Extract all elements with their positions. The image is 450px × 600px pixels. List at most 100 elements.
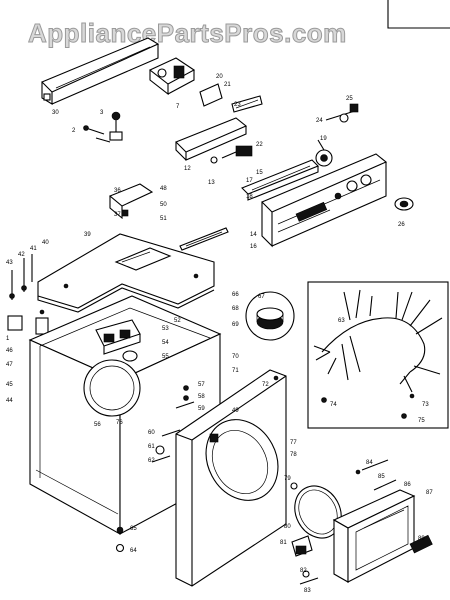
callout-23: 23 — [234, 102, 241, 108]
callout-83: 83 — [304, 588, 311, 594]
door-assembly[interactable] — [332, 489, 433, 583]
callout-50: 50 — [160, 202, 167, 208]
bumper-detail[interactable] — [245, 291, 295, 341]
callout-41: 41 — [30, 246, 37, 252]
wiring-harness-inset[interactable] — [307, 281, 449, 429]
water-valve[interactable] — [95, 319, 141, 362]
callout-42: 42 — [18, 252, 25, 258]
callout-67: 67 — [258, 294, 265, 300]
frame-corner — [387, 0, 450, 29]
callout-26: 26 — [398, 222, 405, 228]
callout-12: 12 — [184, 166, 191, 172]
callout-56: 56 — [94, 422, 101, 428]
callout-62: 62 — [148, 458, 155, 464]
callout-85: 85 — [378, 474, 385, 480]
callout-58: 58 — [198, 394, 205, 400]
callout-24: 24 — [316, 118, 323, 124]
watermark-text: AppliancePartsPros.com — [28, 18, 347, 49]
callout-18: 18 — [246, 194, 253, 200]
callout-20: 20 — [216, 74, 223, 80]
callout-65: 65 — [130, 526, 137, 532]
console-bracket[interactable] — [199, 83, 263, 113]
callout-39: 39 — [84, 232, 91, 238]
left-brackets[interactable] — [7, 254, 49, 335]
callout-3: 3 — [100, 110, 104, 116]
callout-74: 74 — [330, 402, 337, 408]
callout-46: 46 — [6, 348, 13, 354]
callout-2: 2 — [72, 128, 76, 134]
cabinet-feet[interactable] — [115, 526, 125, 553]
callout-53: 53 — [162, 326, 169, 332]
callout-22: 22 — [256, 142, 263, 148]
callout-61: 61 — [148, 444, 155, 450]
callout-70: 70 — [232, 354, 239, 360]
callout-17: 17 — [246, 178, 253, 184]
callout-48: 48 — [160, 186, 167, 192]
callout-76: 76 — [116, 420, 123, 426]
callout-54: 54 — [162, 340, 169, 346]
callout-15: 15 — [256, 170, 263, 176]
callout-89: 89 — [418, 536, 425, 542]
callout-57: 57 — [198, 382, 205, 388]
callout-60: 60 — [148, 430, 155, 436]
callout-87: 87 — [426, 490, 433, 496]
callout-51: 51 — [160, 216, 167, 222]
callout-72: 72 — [262, 382, 269, 388]
callout-79: 79 — [284, 476, 291, 482]
callout-86: 86 — [404, 482, 411, 488]
callout-68: 68 — [232, 306, 239, 312]
door-hinge-parts[interactable] — [290, 459, 397, 491]
callout-47: 47 — [6, 362, 13, 368]
control-bar[interactable] — [175, 117, 248, 161]
callout-40: 40 — [42, 240, 49, 246]
callout-77: 77 — [290, 440, 297, 446]
callout-71: 71 — [232, 368, 239, 374]
callout-63: 63 — [338, 318, 345, 324]
callout-82: 82 — [300, 568, 307, 574]
push-switch[interactable] — [325, 103, 359, 123]
callout-80: 80 — [284, 524, 291, 530]
callout-75: 75 — [418, 418, 425, 424]
callout-81: 81 — [280, 540, 287, 546]
console-screws[interactable] — [83, 111, 123, 143]
front-panel[interactable] — [175, 369, 292, 587]
selector-switch[interactable] — [210, 145, 253, 164]
callout-49: 49 — [232, 408, 239, 414]
callout-25: 25 — [346, 96, 353, 102]
callout-16: 16 — [250, 244, 257, 250]
callout-30: 30 — [52, 110, 59, 116]
callout-37: 37 — [114, 212, 121, 218]
callout-69: 69 — [232, 322, 239, 328]
hinge-rod[interactable] — [179, 227, 229, 251]
control-knob[interactable] — [315, 139, 333, 167]
callout-44: 44 — [6, 398, 13, 404]
callout-66: 66 — [232, 292, 239, 298]
callout-78: 78 — [290, 452, 297, 458]
callout-19: 19 — [320, 136, 327, 142]
callout-84: 84 — [366, 460, 373, 466]
callout-21: 21 — [224, 82, 231, 88]
part-callouts: 30 3 2 7 20 21 22 23 12 13 14 15 16 17 1… — [6, 74, 433, 594]
console-back-panel[interactable] — [41, 37, 160, 105]
dial-knob[interactable] — [394, 197, 414, 211]
callout-1: 1 — [6, 336, 10, 342]
console-strip[interactable] — [241, 159, 319, 201]
top-cover[interactable] — [37, 233, 215, 313]
callout-7: 7 — [176, 104, 180, 110]
door-hinge-screws[interactable] — [151, 385, 195, 463]
callout-45: 45 — [6, 382, 13, 388]
timer-assembly[interactable] — [148, 57, 196, 96]
door-gasket[interactable] — [286, 478, 350, 546]
lid-switch[interactable] — [108, 183, 154, 220]
callout-73: 73 — [422, 402, 429, 408]
control-console[interactable] — [261, 153, 388, 248]
callout-14: 14 — [250, 232, 257, 238]
callout-36: 36 — [114, 188, 121, 194]
callout-43: 43 — [6, 260, 13, 266]
door-latch[interactable] — [291, 535, 319, 585]
callout-64: 64 — [130, 548, 137, 554]
callout-55: 55 — [162, 354, 169, 360]
callout-52: 52 — [174, 318, 181, 324]
callout-13: 13 — [208, 180, 215, 186]
